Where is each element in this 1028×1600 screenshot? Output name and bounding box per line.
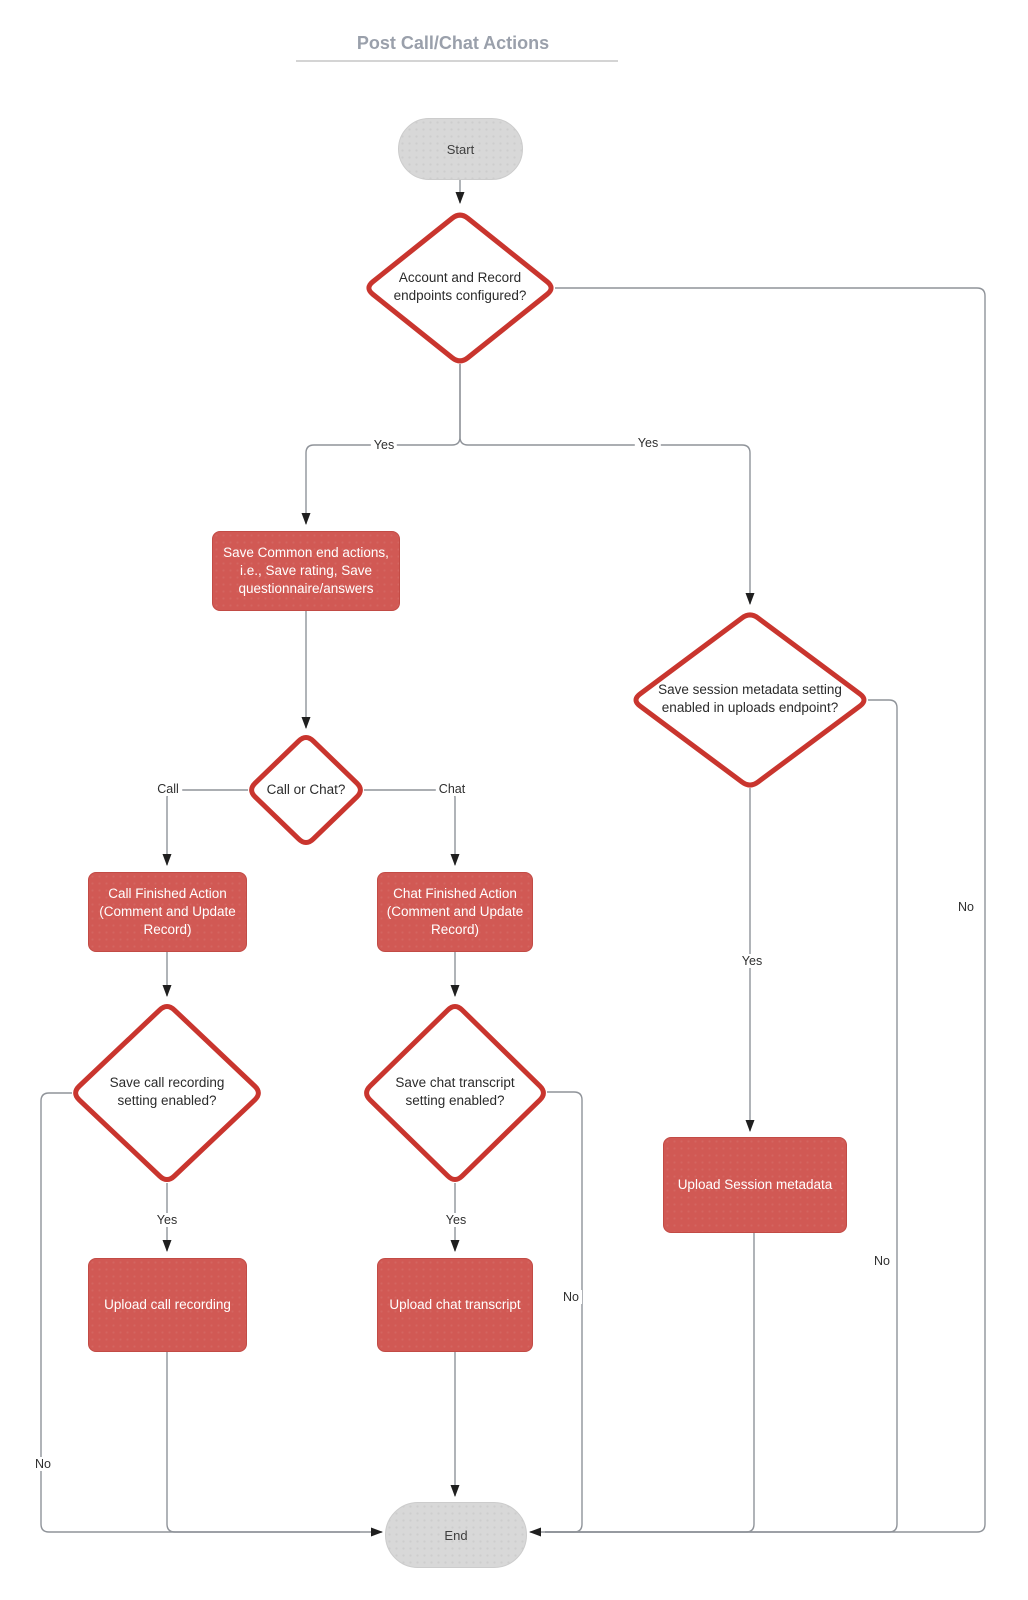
end-node: End	[385, 1502, 527, 1568]
edge-uploadsession-to-end	[545, 1233, 755, 1533]
edge-label-no-session-metadata: No	[871, 1254, 893, 1268]
start-node: Start	[398, 118, 523, 180]
title-underline	[296, 60, 618, 62]
process-upload-call-recording: Upload call recording	[88, 1258, 247, 1352]
process-call-finished: Call Finished Action (Comment and Update…	[88, 872, 247, 952]
edge-endpoints-no	[529, 287, 986, 1537]
text-line: endpoints configured?	[393, 288, 527, 303]
text-line: Save session metadata setting	[658, 682, 842, 697]
text-line: (Comment and Update	[99, 904, 236, 919]
text-line: Chat Finished Action	[393, 886, 517, 901]
text-line: Account and Record	[398, 270, 522, 285]
edge-label-yes-left: Yes	[370, 438, 398, 452]
edge-label-no-call-recording: No	[32, 1457, 54, 1471]
edge-uploadcall-to-end	[166, 1352, 383, 1537]
decision-chat-transcript-shape	[364, 1004, 546, 1182]
text-line: Record)	[430, 922, 479, 937]
decision-call-or-chat-label: Call or Chat?	[246, 781, 366, 799]
text-line: Upload Session metadata	[677, 1177, 833, 1192]
edge-endpoints-yes-right	[459, 364, 755, 605]
edge-label-yes-call-recording: Yes	[153, 1213, 181, 1227]
decision-session-metadata-label: Save session metadata setting enabled in…	[630, 681, 870, 717]
process-chat-finished: Chat Finished Action (Comment and Update…	[377, 872, 533, 952]
edge-label-yes-chat-transcript: Yes	[442, 1213, 470, 1227]
text-line: enabled in uploads endpoint?	[661, 700, 839, 715]
text-line: Save Common end actions,	[223, 545, 389, 560]
text-line: i.e., Save rating, Save	[239, 563, 373, 578]
edge-chattranscript-no	[545, 1091, 583, 1533]
edge-label-yes-right: Yes	[634, 436, 662, 450]
edge-label-call: Call	[154, 782, 182, 796]
start-label: Start	[446, 141, 475, 157]
text-line: Save chat transcript	[395, 1075, 515, 1090]
process-save-common: Save Common end actions, i.e., Save rati…	[212, 531, 400, 611]
edge-sessionmetadata-no	[545, 699, 898, 1533]
edge-label-no-endpoints: No	[955, 900, 977, 914]
text-line: Call or Chat?	[266, 782, 346, 797]
text-line: questionnaire/answers	[238, 581, 374, 596]
text-line: Upload chat transcript	[389, 1297, 521, 1312]
text-line: Upload call recording	[104, 1297, 231, 1312]
decision-call-or-chat-shape	[249, 734, 363, 846]
decision-endpoints-label: Account and Record endpoints configured?	[365, 269, 555, 305]
decision-call-recording-label: Save call recording setting enabled?	[87, 1074, 247, 1110]
text-line: setting enabled?	[405, 1093, 505, 1108]
process-upload-chat-transcript: Upload chat transcript	[377, 1258, 533, 1352]
text-line: Call Finished Action	[108, 886, 227, 901]
text-line: Save call recording	[109, 1075, 225, 1090]
diagram-title: Post Call/Chat Actions	[356, 33, 550, 53]
decision-chat-transcript-label: Save chat transcript setting enabled?	[375, 1074, 535, 1110]
process-upload-session-metadata: Upload Session metadata	[663, 1137, 847, 1233]
decision-session-metadata-shape	[633, 612, 867, 788]
edge-callrecording-no	[40, 1092, 360, 1533]
text-line: (Comment and Update	[386, 904, 524, 919]
text-line: Record)	[143, 922, 192, 937]
edge-branch-call	[162, 789, 248, 866]
edge-branch-chat	[364, 789, 460, 866]
end-label: End	[444, 1527, 468, 1543]
decision-endpoints-shape	[366, 212, 554, 364]
decision-call-recording-shape	[73, 1003, 261, 1183]
edge-label-chat: Chat	[435, 782, 469, 796]
edge-label-no-chat-transcript: No	[560, 1290, 582, 1304]
edge-label-yes-session-metadata: Yes	[738, 954, 766, 968]
text-line: setting enabled?	[117, 1093, 217, 1108]
